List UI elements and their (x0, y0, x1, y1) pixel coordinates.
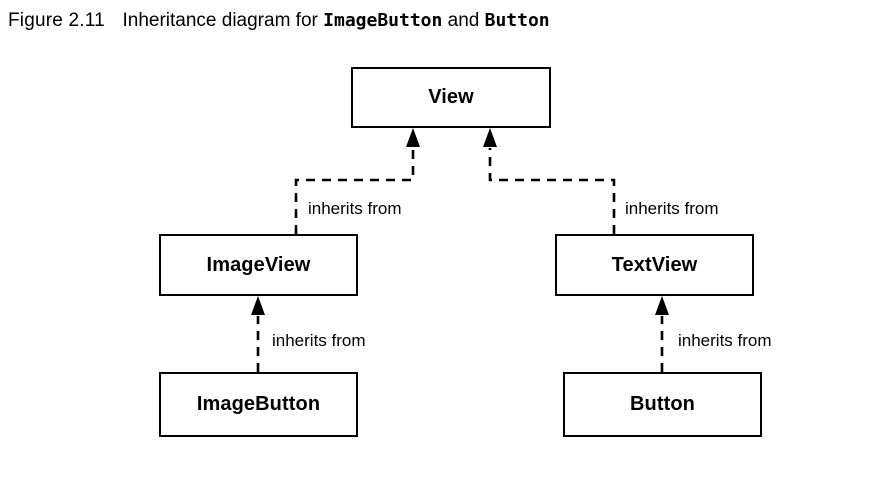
edge-button-to-textview (655, 296, 669, 372)
figure-number: Figure 2.11 (8, 10, 105, 31)
caption-text-before: Inheritance diagram for (122, 10, 318, 31)
class-box-view[interactable]: View (351, 67, 551, 128)
edge-imageview-to-view (294, 128, 420, 234)
class-box-button[interactable]: Button (563, 372, 762, 437)
edge-textview-to-view-line (488, 148, 616, 234)
edge-label-imageview-to-view: inherits from (308, 199, 402, 218)
class-box-imageview-label: ImageView (206, 253, 311, 276)
caption-class-button: Button (484, 10, 550, 31)
class-box-textview-label: TextView (611, 253, 698, 276)
edge-label-textview-to-view: inherits from (625, 199, 719, 218)
edge-textview-to-view (483, 128, 616, 234)
edge-imageview-to-view-arrowhead (406, 128, 420, 147)
class-box-imageview[interactable]: ImageView (159, 234, 358, 296)
figure-caption: Figure 2.11 Inheritance diagram for Imag… (8, 8, 550, 34)
class-box-imagebutton-label: ImageButton (196, 393, 321, 415)
edge-button-to-textview-arrowhead (655, 296, 669, 315)
edge-imageview-to-view-line (294, 148, 415, 234)
edge-textview-to-view-arrowhead (483, 128, 497, 147)
class-box-button-label: Button (629, 393, 695, 415)
class-box-imagebutton[interactable]: ImageButton (159, 372, 358, 437)
class-box-textview[interactable]: TextView (555, 234, 754, 296)
edge-imagebutton-to-imageview-arrowhead (251, 296, 265, 315)
class-box-view-label: View (428, 86, 474, 108)
caption-class-imagebutton: ImageButton (323, 10, 443, 31)
edge-imagebutton-to-imageview (251, 296, 265, 372)
edge-label-button-to-textview: inherits from (678, 331, 772, 350)
edge-label-imagebutton-to-imageview: inherits from (272, 331, 366, 350)
caption-conjunction: and (447, 10, 480, 31)
